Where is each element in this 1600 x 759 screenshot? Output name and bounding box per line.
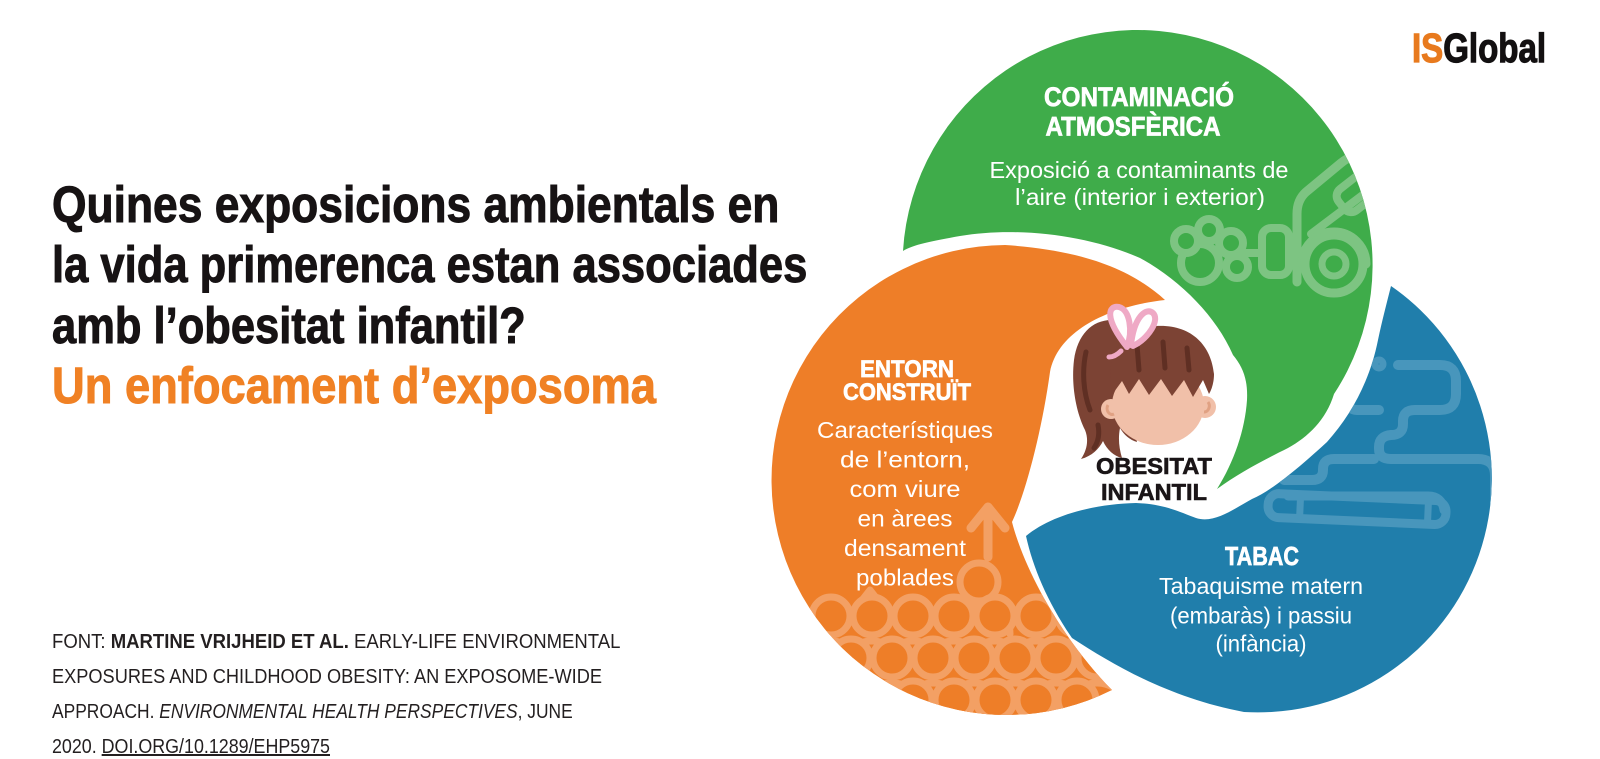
svg-text:INFANTIL: INFANTIL (1101, 479, 1207, 505)
svg-text:OBESITAT: OBESITAT (1096, 453, 1212, 479)
svg-text:Exposició a contaminants de: Exposició a contaminants de (990, 157, 1289, 183)
svg-text:densament: densament (844, 535, 966, 561)
svg-text:TABAC: TABAC (1225, 541, 1299, 571)
svg-text:CONSTRUÏT: CONSTRUÏT (843, 379, 971, 406)
svg-text:CONTAMINACIÓ: CONTAMINACIÓ (1044, 81, 1234, 112)
svg-text:de l’entorn,: de l’entorn, (840, 447, 970, 473)
svg-text:(infància): (infància) (1216, 631, 1307, 657)
svg-text:Característiques: Característiques (817, 417, 993, 443)
svg-text:poblades: poblades (856, 565, 954, 591)
svg-text:ENTORN: ENTORN (860, 356, 954, 383)
svg-text:en àrees: en àrees (858, 506, 953, 532)
svg-text:com viure: com viure (850, 476, 961, 502)
svg-text:ATMOSFÈRICA: ATMOSFÈRICA (1046, 111, 1221, 142)
svg-text:(embaràs) i passiu: (embaràs) i passiu (1170, 603, 1352, 629)
svg-text:Tabaquisme matern: Tabaquisme matern (1159, 573, 1363, 599)
svg-text:l’aire (interior i exterior): l’aire (interior i exterior) (1015, 184, 1265, 210)
